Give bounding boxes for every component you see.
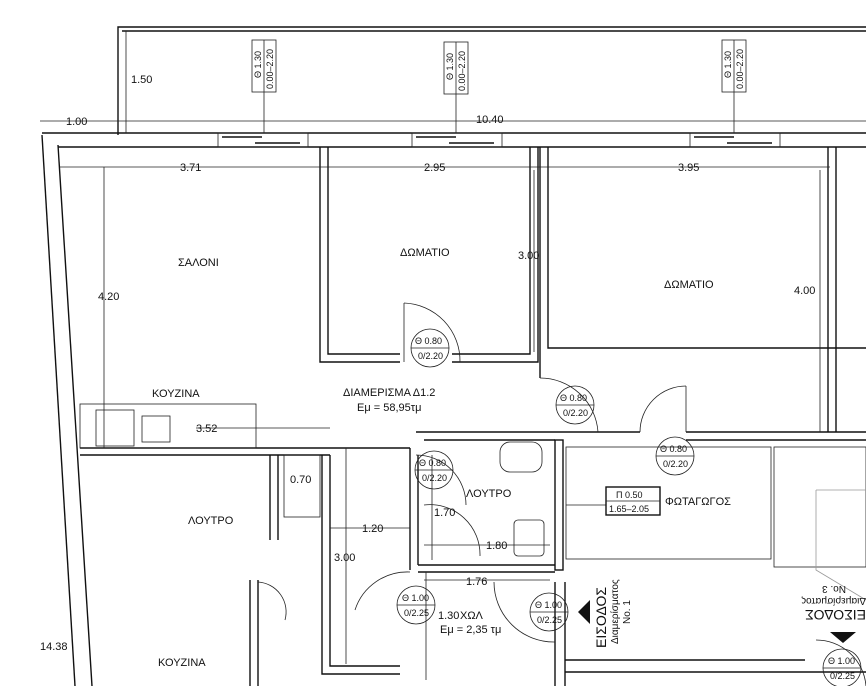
door-tag-top: Θ 0.80	[415, 336, 442, 346]
window-tag-bottom: 0.00–2.20	[457, 51, 467, 91]
room-label-hall-area: Eμ = 2,35 τμ	[440, 624, 501, 636]
door-tag: Θ 1.00 0/2.25	[396, 585, 436, 625]
window-tag-top: Θ 1.30	[723, 51, 733, 78]
door-tag-top: Θ 1.00	[828, 656, 855, 666]
door-tag-bottom: 0/2.20	[563, 408, 588, 418]
door-tag-bottom: 0/2.25	[537, 615, 562, 625]
entrance-label-1: ΕΙΣΟΔΟΣ Διαμερίσματος No. 1	[593, 579, 633, 648]
room-label-room2: ΔΩΜΑΤΙΟ	[664, 279, 714, 291]
exterior-wall-left	[41, 134, 93, 686]
balcony	[117, 26, 866, 135]
dim-bath-depth: 1.70	[434, 507, 455, 519]
entrance-label-3: ΕΙΣΟΔΟΣ Διαμερίσματος No. 3	[801, 583, 866, 623]
interior-walls	[79, 147, 866, 686]
room-label-salon: ΣΑΛΟΝΙ	[178, 257, 219, 269]
door-tag: Θ 0.80 0/2.20	[414, 450, 454, 490]
dim-room1-width: 2.95	[424, 162, 445, 174]
door-tag-bottom: 0/2.25	[830, 671, 855, 681]
entrance-title: ΕΙΣΟΔΟΣ	[593, 587, 609, 648]
room-label-kitchen: ΚΟΥΖΙΝΑ	[152, 388, 200, 400]
dim-room2-width: 3.95	[678, 162, 699, 174]
door-tag-bottom: 0/2.20	[422, 473, 447, 483]
window-tag-bottom: 0.00–2.20	[735, 49, 745, 89]
dim-entry-width: 1.76	[466, 576, 487, 588]
door-tag-bottom: 0/2.20	[418, 351, 443, 361]
window-tag: Θ 1.30 0.00–2.20	[721, 39, 747, 93]
dim-entry-depth: 1.30	[438, 610, 459, 622]
door-swings	[257, 302, 866, 686]
dim-bath-width: 1.80	[486, 540, 507, 552]
door-tag-top: Θ 0.80	[660, 444, 687, 454]
window-tag: Θ 1.30 0.00–2.20	[251, 39, 277, 93]
entrance3-title: ΕΙΣΟΔΟΣ	[805, 607, 866, 623]
lightwell-window-tag: Π 0.50 1.65–2.05	[605, 486, 661, 516]
dim-salon-width: 3.71	[180, 162, 201, 174]
door-tag: Θ 1.00 0/2.25	[822, 648, 862, 686]
room-label-lightwell: ΦΩΤΑΓΩΓΟΣ	[665, 496, 731, 508]
apartment-area: Eμ = 58,95τμ	[357, 402, 421, 414]
door-tag-top: Θ 1.00	[402, 593, 429, 603]
door-tag: Θ 0.80 0/2.20	[410, 328, 450, 368]
dimension-lines	[40, 31, 866, 680]
window-tag-top: Π 0.50	[616, 490, 643, 500]
room-label-bath: ΛΟΥΤΡΟ	[466, 488, 512, 500]
window-tag-bottom: 1.65–2.05	[609, 504, 649, 514]
window-tag-top: Θ 1.30	[445, 53, 455, 80]
room-label-bath-left: ΛΟΥΤΡΟ	[188, 515, 234, 527]
window-tag-bottom: 0.00–2.20	[265, 49, 275, 89]
dim-salon-depth: 4.20	[98, 291, 119, 303]
room-label-hall: ΧΩΛ	[460, 610, 484, 622]
dim-building-depth: 14.38	[40, 641, 68, 653]
door-tag: Θ 0.80 0/2.20	[555, 385, 595, 425]
door-tag-top: Θ 1.00	[535, 600, 562, 610]
room-label-room1: ΔΩΜΑΤΙΟ	[400, 247, 450, 259]
door-tag-top: Θ 0.80	[560, 393, 587, 403]
door-tags: Θ 0.80 0/2.20 Θ 0.80 0/2.20 Θ 0.80 0/2.20 Θ…	[396, 328, 862, 686]
entrance-arrow-icon	[578, 600, 590, 624]
dim-total-width: 10.40	[476, 114, 504, 126]
window-tags: Θ 1.30 0.00–2.20 Θ 1.30 0.00–2.20 Θ 1.30…	[251, 39, 747, 516]
dim-kitchen-length: 3.52	[196, 423, 217, 435]
door-tag: Θ 1.00 0/2.25	[529, 592, 569, 632]
room-label-kitchen-bottom: ΚΟΥΖΙΝΑ	[158, 657, 206, 669]
entrance3-sub: Διαμερίσματος	[801, 595, 866, 607]
door-tag-bottom: 0/2.25	[404, 608, 429, 618]
room-labels: ΣΑΛΟΝΙ ΔΩΜΑΤΙΟ ΔΩΜΑΤΙΟ ΚΟΥΖΙΝΑ ΔΙΑΜΕΡΙΣΜ…	[152, 247, 866, 669]
door-tag: Θ 0.80 0/2.20	[655, 436, 695, 476]
entrance-no: No. 1	[622, 600, 633, 624]
dim-balcony-depth: 1.50	[131, 74, 152, 86]
dim-hall-width: 1.20	[362, 523, 383, 535]
facade-wall	[42, 132, 866, 148]
entrance3-arrow-icon	[830, 632, 856, 643]
window-tag-top: Θ 1.30	[253, 51, 263, 78]
dim-room2-depth: 4.00	[794, 285, 815, 297]
dim-left-offset: 1.00	[66, 116, 87, 128]
apartment-title: ΔΙΑΜΕΡΙΣΜΑ Δ1.2	[343, 387, 435, 399]
dim-room1-depth: 3.00	[518, 250, 539, 262]
door-tag-bottom: 0/2.20	[663, 459, 688, 469]
dimension-labels: 1.50 1.00 10.40 3.71 2.95 3.95 3.00 4.00…	[40, 74, 815, 653]
dim-shaft: 0.70	[290, 474, 311, 486]
door-tag-top: Θ 0.80	[419, 458, 446, 468]
window-tag: Θ 1.30 0.00–2.20	[443, 41, 469, 95]
dim-hall-depth: 3.00	[334, 552, 355, 564]
entrance-sub: Διαμερίσματος	[609, 579, 621, 644]
entrance3-no: No. 3	[822, 583, 846, 594]
